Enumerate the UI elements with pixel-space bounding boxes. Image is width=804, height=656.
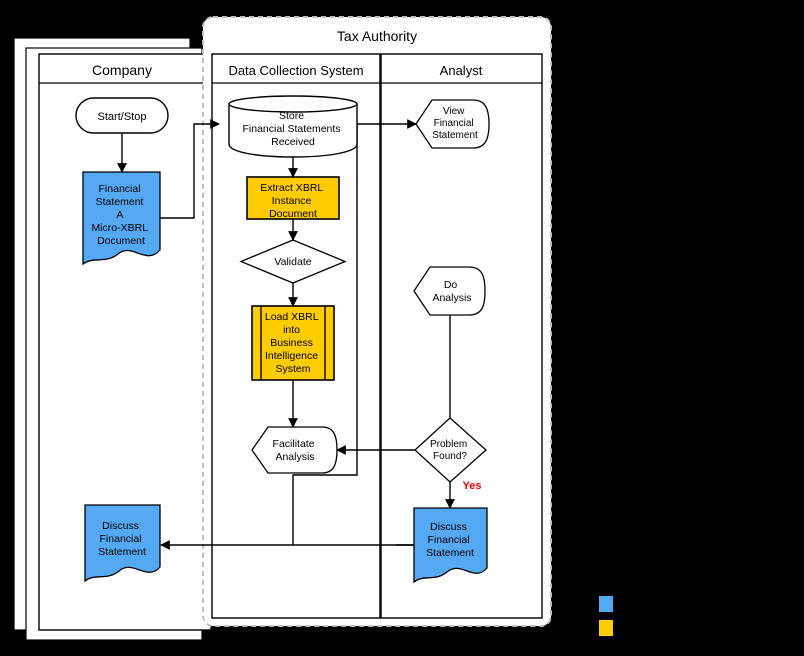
discuss-analyst-shape [413,507,488,584]
node-discuss-company[interactable]: Discuss Financial Statement [84,504,161,583]
vs-line-3: Statement [432,130,478,141]
validate-label: Validate [274,256,311,268]
start-stop-shape [75,97,169,134]
view-statement-label: View Financial Statement [432,106,478,141]
legend-swatch-process[interactable] [599,620,613,636]
fs-line-3: A [116,209,123,221]
dan-line-1: Discuss [430,521,467,533]
company-lane-title: Company [92,62,152,78]
ex-line-1: Extract XBRL [260,182,323,194]
dc-line-3: Statement [98,546,146,558]
discuss-analyst-label: Discuss Financial Statement [426,521,474,559]
fs-line-2: Statement [96,196,144,208]
discuss-company-label: Discuss Financial Statement [98,520,146,558]
fs-line-4: Micro-XBRL [91,222,148,234]
node-view-statement[interactable]: View Financial Statement [415,99,490,149]
lane-title-data-collection-system: Data Collection System [228,63,363,78]
do-analysis-shape [413,266,486,316]
lx-line-4: Intelligence [265,350,318,362]
lx-line-2: into [283,324,300,336]
legend [599,596,613,636]
edge-label-yes: Yes [463,480,482,492]
pf-line-1: Problem [430,439,467,450]
dan-line-2: Financial [428,534,470,546]
extract-xbrl-label: Extract XBRL Instance Document [260,182,326,220]
ex-line-3: Document [269,208,317,220]
node-validate[interactable]: Validate [239,239,347,284]
node-start-stop[interactable]: Start/Stop [75,97,169,134]
vs-line-2: Financial [434,118,474,129]
tax-authority-pool-title: Tax Authority [337,28,417,44]
node-discuss-analyst[interactable]: Discuss Financial Statement [413,507,488,584]
extract-xbrl-shape [246,176,340,220]
pf-line-2: Found? [433,451,467,462]
fs-line-5: Document [97,235,145,247]
facilitate-analysis-label: Facilitate Analysis [273,438,318,463]
da-line-1: Do [444,279,458,291]
vs-line-1: View [443,106,465,117]
financial-statement-a-shape [82,171,161,266]
edge-store-bypass-vertical [292,124,358,545]
ss-line-3: Received [271,136,315,148]
node-do-analysis[interactable]: Do Analysis [413,266,486,316]
node-financial-statement-a[interactable]: Financial Statement A Micro-XBRL Documen… [82,171,161,266]
store-statements-top-ellipse [228,95,358,113]
edge-document-to-store [157,119,220,219]
view-statement-shape [415,99,490,149]
discuss-company-shape [84,504,161,583]
da-line-2: Analysis [432,292,471,304]
node-load-xbrl[interactable]: Load XBRL into Business Intelligence Sys… [251,305,335,381]
problem-found-shape [414,417,487,483]
store-statements-label: Store Financial Statements Received [243,110,344,148]
node-store-statements[interactable]: Store Financial Statements Received [228,95,358,158]
store-statements-body [228,103,358,158]
lx-line-5: System [275,363,310,375]
fs-line-1: Financial [99,183,141,195]
node-facilitate-analysis[interactable]: Facilitate Analysis [251,426,338,474]
dan-line-3: Statement [426,547,474,559]
do-analysis-label: Do Analysis [432,279,471,304]
fa-line-2: Analysis [275,451,314,463]
ex-line-2: Instance [272,195,312,207]
load-xbrl-label: Load XBRL into Business Intelligence Sys… [265,311,321,375]
dc-line-1: Discuss [102,520,139,532]
load-xbrl-shape [251,305,335,381]
financial-statement-a-label: Financial Statement A Micro-XBRL Documen… [91,183,150,247]
problem-found-label: Problem Found? [430,439,470,462]
legend-swatch-document[interactable] [599,596,613,612]
lx-line-1: Load XBRL [265,311,319,323]
start-stop-label: Start/Stop [98,111,147,123]
lane-title-analyst: Analyst [440,63,483,78]
node-extract-xbrl[interactable]: Extract XBRL Instance Document [246,176,340,220]
facilitate-analysis-shape [251,426,338,474]
validate-shape [239,239,347,284]
ss-line-2: Financial Statements [243,123,341,135]
lx-line-3: Business [270,337,313,349]
connectors [117,119,455,550]
ss-line-1: Store [279,110,304,122]
dc-line-2: Financial [100,533,142,545]
node-problem-found[interactable]: Problem Found? [414,417,487,483]
fa-line-1: Facilitate [273,438,315,450]
